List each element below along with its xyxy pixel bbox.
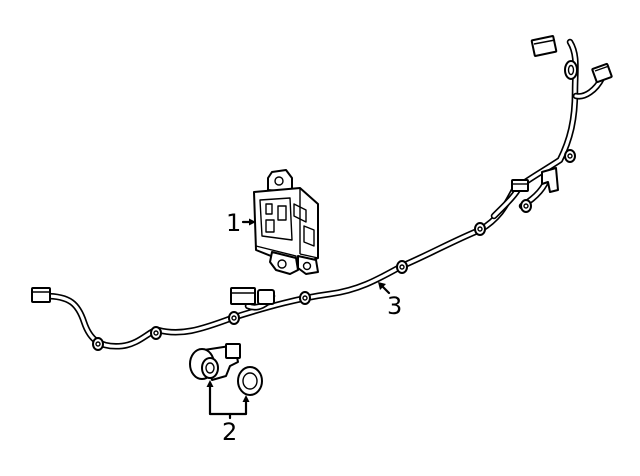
harness-clip [299, 291, 311, 305]
callout-3: 3 [387, 292, 403, 320]
wiring-harness [31, 35, 613, 351]
harness-connector-pair [511, 167, 559, 193]
sensor-bezel-ring [237, 366, 263, 396]
control-module [253, 169, 319, 275]
harness-clip [520, 199, 532, 213]
leader-line-2 [206, 380, 250, 420]
harness-clip [396, 260, 408, 274]
harness-connector-top [530, 35, 558, 57]
harness-clip [564, 60, 578, 80]
harness-clip [474, 222, 486, 236]
harness-clip [228, 311, 240, 325]
harness-connector-top-right [591, 62, 613, 84]
harness-clip [564, 149, 576, 163]
callout-1: 1 [226, 209, 242, 237]
harness-connector-mid [230, 287, 275, 305]
parking-sensor [189, 343, 241, 381]
harness-connector-left [31, 287, 51, 303]
harness-clip [150, 326, 162, 340]
harness-clip [92, 337, 104, 351]
leader-line-3 [378, 282, 391, 295]
callout-2: 2 [222, 418, 238, 446]
leader-line-1 [241, 218, 256, 226]
